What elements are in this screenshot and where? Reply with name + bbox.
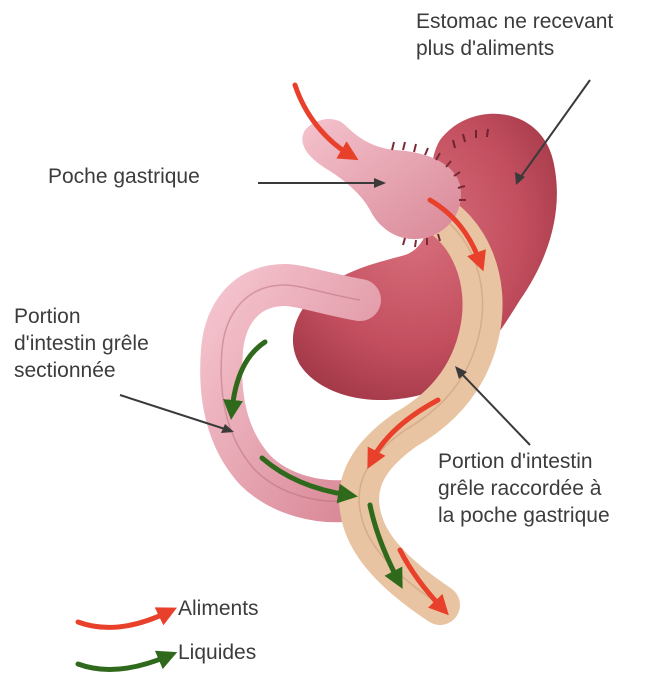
label-gastric-pouch: Poche gastrique [48, 163, 200, 190]
legend-liquid-label: Liquides [178, 641, 256, 665]
legend-food-label: Aliments [178, 597, 259, 621]
label-sectioned-intestine: Portion d'intestin grêle sectionnée [14, 303, 149, 384]
label-connected-intestine: Portion d'intestin grêle raccordée à la … [438, 448, 610, 529]
pointer-connected [460, 372, 530, 445]
legend-green-arrow-icon [78, 656, 168, 670]
label-excluded-stomach: Estomac ne recevant plus d'aliments [416, 8, 613, 62]
legend-red-arrow-icon [78, 612, 168, 627]
